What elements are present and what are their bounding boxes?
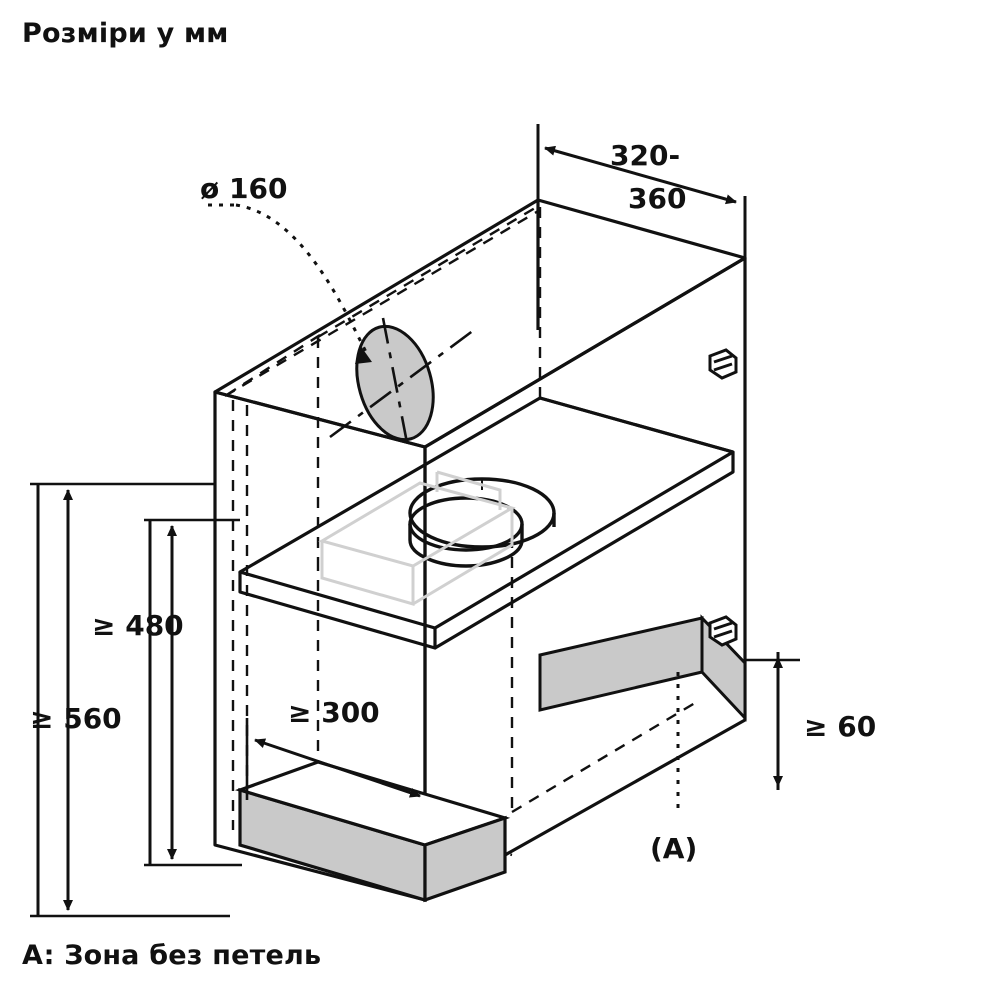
dimension-depth-320-360 (536, 124, 747, 268)
duct-opening-ellipse (329, 317, 479, 449)
hinge-upper-icon (708, 348, 738, 380)
label-zone-a: (A) (650, 832, 697, 865)
duct-leader-line (208, 203, 372, 364)
label-depth-range-line1: 320- (610, 139, 680, 172)
label-gap-60: ≥ 60 (804, 710, 876, 743)
hinge-lower-icon (708, 615, 738, 647)
dimension-width-300 (245, 718, 421, 800)
shelf-structure (238, 396, 735, 650)
top-inner-edges (224, 208, 541, 398)
zone-a-shaded-strip (538, 614, 747, 722)
dimension-gap-60 (744, 652, 800, 790)
label-height-560: ≥ 560 (30, 702, 122, 735)
dimension-height-560 (30, 482, 230, 918)
dimension-height-480 (144, 518, 242, 867)
label-depth-range-line2: 360 (628, 182, 686, 215)
duct-pipe (408, 477, 556, 568)
footnote-zone-a: A: Зона без петель (22, 940, 322, 971)
label-height-480: ≥ 480 (92, 609, 184, 642)
label-width-300: ≥ 300 (288, 696, 380, 729)
label-duct-diameter: ø 160 (200, 172, 287, 205)
bottom-shaded-panel (234, 760, 511, 903)
page-title: Розміри у мм (22, 18, 229, 49)
hood-ghost-outline (318, 470, 516, 606)
